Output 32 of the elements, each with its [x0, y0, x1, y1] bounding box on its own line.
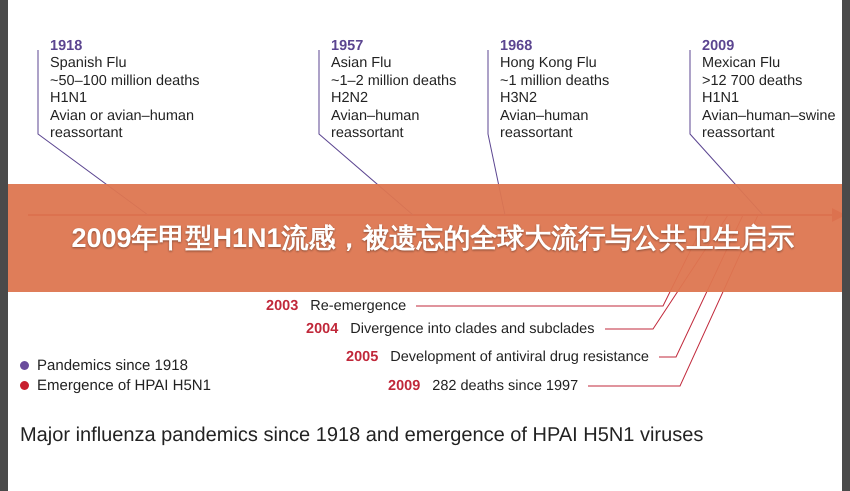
event-year: 2005: [346, 348, 378, 367]
pandemic-detail: Avian–human–swine reassortant: [702, 108, 837, 142]
year-heading: 1957: [331, 38, 364, 56]
year-heading: 1918: [50, 38, 84, 56]
pandemic-detail: ~1–2 million deaths: [331, 72, 458, 90]
title-banner: 2009年甲型H1N1流感，被遗忘的全球大流行与公共卫生启示: [8, 184, 842, 292]
event-year: 2009: [388, 377, 420, 396]
event-description: Re-emergence: [310, 297, 406, 316]
pandemic-detail: Avian–human reassortant: [500, 108, 590, 142]
pandemic-detail: H1N1: [702, 90, 740, 108]
event-description: Development of antiviral drug resistance: [390, 348, 649, 367]
figure-caption: Major influenza pandemics since 1918 and emergence of HPAI H5N1 viruses: [20, 423, 704, 448]
pandemic-detail: Hong Kong Flu: [500, 55, 598, 73]
event-description: Divergence into clades and subclades: [350, 320, 594, 339]
legend-text: Pandemics since 1918: [37, 356, 188, 375]
pandemic-detail: >12 700 deaths: [702, 72, 804, 90]
pandemic-detail: ~50–100 million deaths: [50, 72, 200, 90]
event-year: 2003: [266, 297, 298, 316]
pandemic-detail: Asian Flu: [331, 55, 392, 73]
pandemic-detail: Spanish Flu: [50, 55, 128, 73]
pandemic-detail: Mexican Flu: [702, 55, 782, 73]
legend-text: Emergence of HPAI H5N1: [37, 376, 211, 395]
pandemic-detail: Avian or avian–human reassortant: [50, 108, 196, 142]
year-heading: 2009: [702, 38, 736, 56]
pandemic-detail: H3N2: [500, 90, 538, 108]
year-heading: 1968: [500, 38, 534, 56]
pandemic-detail: ~1 million deaths: [500, 72, 610, 90]
pandemic-detail: H2N2: [331, 90, 370, 108]
event-year: 2004: [306, 320, 338, 339]
pandemic-detail: H1N1: [50, 90, 88, 108]
event-description: 282 deaths since 1997: [432, 377, 578, 396]
pandemic-detail: Avian–human reassortant: [331, 108, 420, 142]
